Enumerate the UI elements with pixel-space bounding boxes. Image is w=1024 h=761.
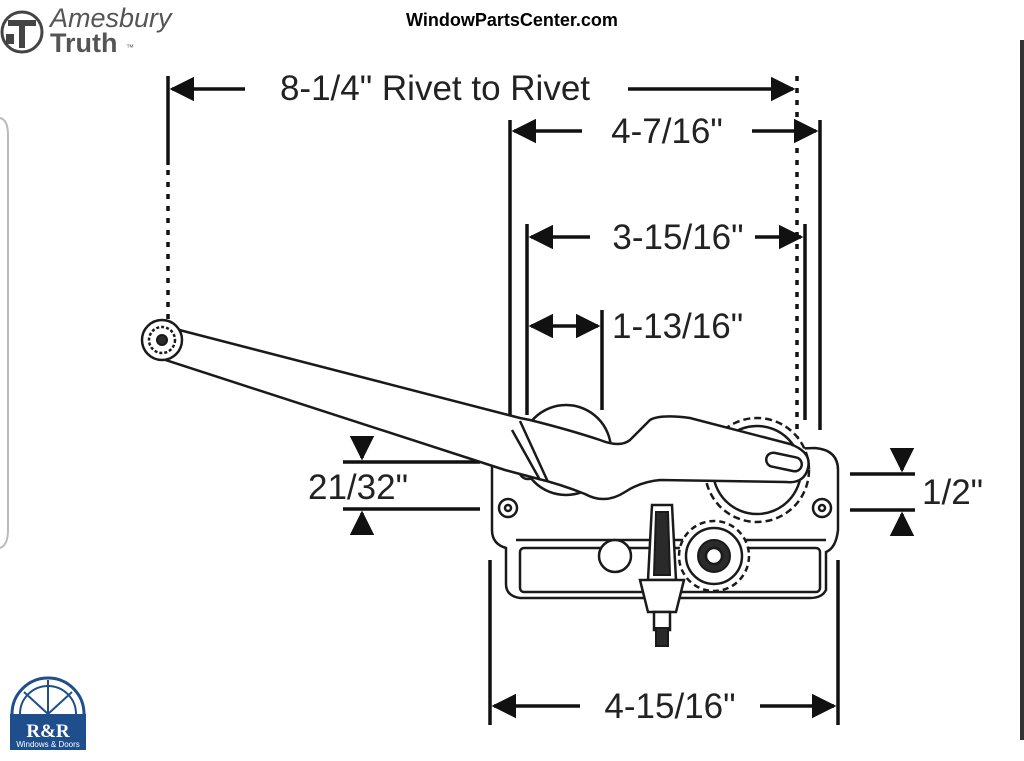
amesbury-logo-icon bbox=[0, 10, 44, 54]
window-arch-icon bbox=[10, 676, 86, 715]
dealer-logo-banner bbox=[10, 714, 86, 750]
dealer-logo-sub: Windows & Doors bbox=[16, 740, 80, 749]
dealer-logo-main: R&R bbox=[26, 721, 70, 742]
rivet-to-rivet-label: 8-1/4" Rivet to Rivet bbox=[280, 69, 590, 108]
dimension-rivet-to-rivet: 8-1/4" Rivet to Rivet bbox=[169, 69, 796, 108]
site-url: WindowPartsCenter.com bbox=[406, 10, 618, 30]
logo-tm: ™ bbox=[126, 43, 134, 52]
dimension-gear-offset: 3-15/16" bbox=[528, 218, 804, 257]
logo-line-2: Truth bbox=[50, 28, 118, 58]
dimension-pivot-offset: 1-13/16" bbox=[528, 307, 743, 346]
dimension-left-height: 21/32" bbox=[308, 435, 408, 536]
gear-offset-label: 3-15/16" bbox=[612, 218, 743, 257]
worm-shaft bbox=[638, 503, 686, 647]
extension-lines bbox=[166, 76, 915, 725]
dimension-overall-top: 4-7/16" bbox=[511, 112, 819, 151]
dimension-base-width: 4-15/16" bbox=[491, 687, 837, 726]
crank-arm bbox=[148, 323, 810, 501]
base-width-label: 4-15/16" bbox=[604, 687, 735, 726]
dimension-right-height: 1/2" bbox=[889, 447, 983, 537]
pivot-offset-label: 1-13/16" bbox=[612, 307, 743, 346]
window-operator-illustration bbox=[140, 318, 840, 647]
amesbury-truth-logo: Amesbury Truth ™ bbox=[0, 3, 173, 58]
overall-top-label: 4-7/16" bbox=[611, 112, 723, 151]
page-edge-mark bbox=[0, 117, 9, 549]
left-height-label: 21/32" bbox=[308, 468, 408, 507]
logo-line-1: Amesbury bbox=[48, 3, 173, 33]
arm-rivet bbox=[140, 318, 184, 362]
dealer-logo: R&R Windows & Doors bbox=[10, 676, 86, 750]
pinion-gear bbox=[677, 519, 751, 593]
right-height-label: 1/2" bbox=[922, 473, 983, 512]
